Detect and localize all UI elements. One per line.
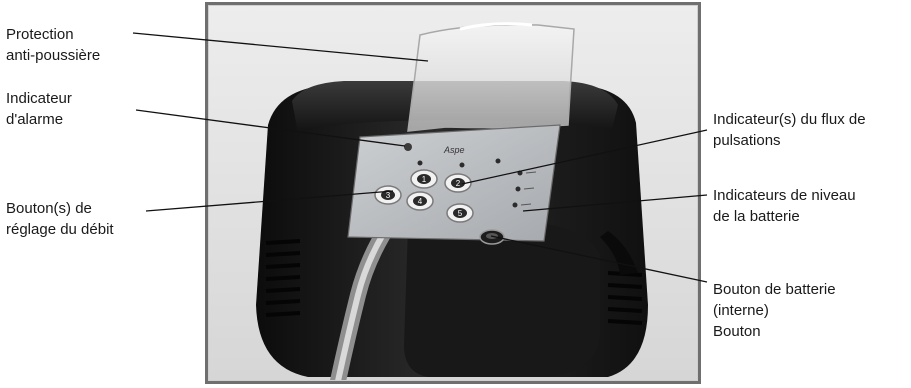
flow-button-number: 2 [456,179,461,188]
flow-button-4[interactable]: 4 [407,192,433,210]
label-alarm-indicator: Indicateur d'alarme [6,88,72,130]
flow-button-number: 1 [422,175,427,184]
label-dust-cover: Protection anti-poussière [6,24,100,66]
device-photo: Aspe 1 2 3 4 5 [205,2,701,384]
flow-button-3[interactable]: 3 [375,186,401,204]
dust-cover [408,24,574,131]
flow-button-number: 4 [418,197,423,206]
flow-button-number: 5 [458,209,463,218]
flow-button-5[interactable]: 5 [447,204,473,222]
alarm-indicator-led [404,143,412,151]
oxygen-concentrator-illustration: Aspe 1 2 3 4 5 [208,5,698,381]
battery-button [480,230,504,244]
label-battery-level-indicators: Indicateurs de niveau de la batterie [713,185,856,227]
label-pulse-flow-indicator: Indicateur(s) du flux de pulsations [713,109,866,151]
flow-button-2[interactable]: 2 [445,174,471,192]
flow-button-number: 3 [386,191,391,200]
brand-logo: Aspe [443,145,465,155]
label-flow-buttons: Bouton(s) de réglage du débit [6,198,114,240]
flow-button-1[interactable]: 1 [411,170,437,188]
label-battery-button: Bouton de batterie (interne) Bouton [713,279,836,342]
